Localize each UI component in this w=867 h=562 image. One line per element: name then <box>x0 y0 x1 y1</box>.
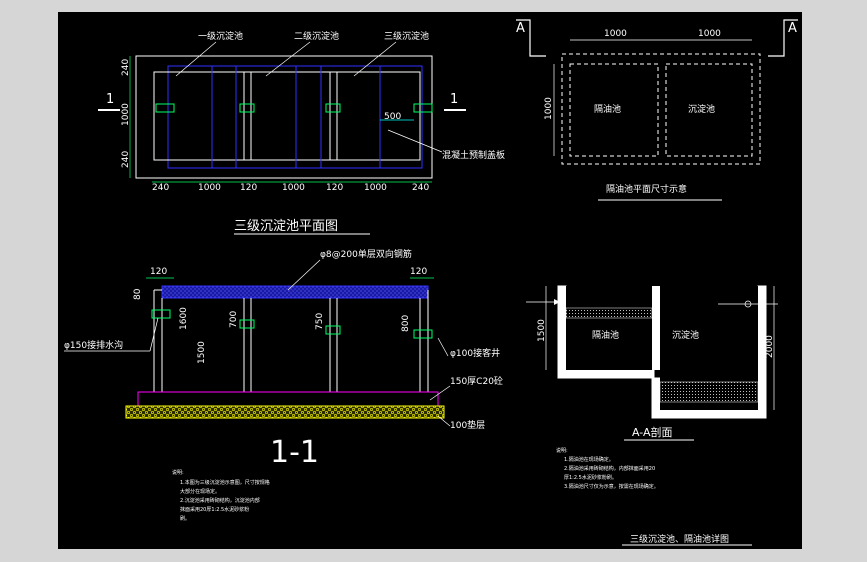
sheet-title: 三级沉淀池、隔油池详图 <box>630 533 729 545</box>
plan-blue-outline <box>167 65 423 169</box>
aa-dim-1500: 1500 <box>537 319 547 342</box>
oil-plan-title: 隔油池平面尺寸示意 <box>606 183 687 195</box>
section-dim-v-0: 1600 <box>179 307 189 330</box>
plan-outer-wall <box>135 55 433 179</box>
label-tank-2: 二级沉淀池 <box>294 30 339 42</box>
oil-plan-dim-top-0: 1000 <box>604 29 627 39</box>
section-dim-v-2: 750 <box>315 313 325 330</box>
section-dim-80: 80 <box>133 288 143 300</box>
plan-section-mark-left: 1 <box>106 92 114 107</box>
notes-left-line-3: 抹面采用20厚1:2.5水泥砂浆粉 <box>180 506 249 513</box>
dim-500: 500 <box>384 112 401 122</box>
label-drain: φ150接排水沟 <box>64 339 123 351</box>
section-title: 1-1 <box>270 435 319 470</box>
section-dim-top-1: 120 <box>410 267 427 277</box>
aa-label-settle: 沉淀池 <box>672 329 699 341</box>
section-dim-v-3: 800 <box>401 315 411 332</box>
aa-label-oil: 隔油池 <box>592 329 619 341</box>
plan-title: 三级沉淀池平面图 <box>234 219 338 234</box>
oil-plan-label-oil: 隔油池 <box>594 103 621 115</box>
section-top-slab <box>161 285 429 299</box>
plan-inner-wall <box>153 71 421 161</box>
plan-view: 1 1 一级沉淀池 二级沉淀池 三级沉淀池 混凝土预制盖板 500 240 10… <box>98 30 505 235</box>
plan-dim-bottom-4: 120 <box>326 183 343 193</box>
oil-plan-mark-left: A <box>516 21 525 36</box>
oil-plan-outer <box>561 53 761 165</box>
notes-left-heading: 说明: <box>172 469 184 476</box>
plan-section-mark-right: 1 <box>450 92 458 107</box>
oil-plan-dim-left: 1000 <box>544 97 554 120</box>
label-pipe: φ100接客井 <box>450 347 500 359</box>
label-concrete: 150厚C20砼 <box>450 375 503 387</box>
cad-drawing: 1 1 一级沉淀池 二级沉淀池 三级沉淀池 混凝土预制盖板 500 240 10… <box>64 19 798 546</box>
plan-dim-left-0: 240 <box>121 59 131 76</box>
notes-right-heading: 说明: <box>556 447 568 454</box>
notes-right-line-1: 2.隔油池采用砖砌结构，内部抹面采用20 <box>564 465 655 472</box>
oil-plan-view: A A 1000 1000 1000 隔油池 沉淀池 隔油池平面尺寸示意 <box>516 19 798 201</box>
plan-dim-bottom-3: 1000 <box>282 183 305 193</box>
section-dim-v-1: 700 <box>229 311 239 328</box>
label-rebar: φ8@200单层双向钢筋 <box>320 248 412 260</box>
plan-dim-left-1: 1000 <box>121 103 131 126</box>
notes-left-line-4: 刷。 <box>180 515 190 522</box>
plan-dim-bottom-0: 240 <box>152 183 169 193</box>
aa-section-view: 隔油池 沉淀池 1500 2000 A-A剖面 <box>526 285 778 441</box>
notes-right-line-3: 3.隔油池尺寸仅为示意，按需在现场确定。 <box>564 483 659 490</box>
notes-left-line-2: 2.沉淀池采用砖砌结构，沉淀池内部 <box>180 497 260 504</box>
notes-left-line-0: 1.本图为三级沉淀池示意图，尺寸按规格 <box>180 479 270 486</box>
section-dim-top-0: 120 <box>150 267 167 277</box>
plan-dim-bottom-6: 240 <box>412 183 429 193</box>
label-tank-1: 一级沉淀池 <box>198 30 243 42</box>
oil-plan-dim-top-1: 1000 <box>698 29 721 39</box>
section-base-slab <box>137 391 439 407</box>
plan-dim-bottom-2: 120 <box>240 183 257 193</box>
section-dim-v-4: 1500 <box>197 341 207 364</box>
plan-dim-bottom-1: 1000 <box>198 183 221 193</box>
section-view: φ8@200单层双向钢筋 120 120 80 1600 700 750 800… <box>64 248 503 470</box>
oil-plan-label-settle: 沉淀池 <box>688 103 715 115</box>
plan-dim-bottom-5: 1000 <box>364 183 387 193</box>
notes-right-line-0: 1.隔油池在现场确定。 <box>564 456 614 463</box>
notes-right-line-2: 厚1:2.5水泥砂浆粉刷。 <box>564 474 617 481</box>
notes-left: 说明: 1.本图为三级沉淀池示意图，尺寸按规格 大部分在现场定。 2.沉淀池采用… <box>172 469 270 522</box>
aa-dim-2000: 2000 <box>765 335 775 358</box>
notes-right: 说明: 1.隔油池在现场确定。 2.隔油池采用砖砌结构，内部抹面采用20 厚1:… <box>556 447 659 490</box>
notes-left-line-1: 大部分在现场定。 <box>180 488 220 495</box>
cad-viewport[interactable]: 1 1 一级沉淀池 二级沉淀池 三级沉淀池 混凝土预制盖板 500 240 10… <box>58 12 802 549</box>
plan-dim-left-2: 240 <box>121 151 131 168</box>
label-cover-slab: 混凝土预制盖板 <box>442 149 505 161</box>
aa-title: A-A剖面 <box>632 425 673 439</box>
label-tank-3: 三级沉淀池 <box>384 30 429 42</box>
oil-plan-mark-right: A <box>788 21 797 36</box>
section-cushion <box>125 405 445 419</box>
label-cushion: 100垫层 <box>450 419 485 431</box>
